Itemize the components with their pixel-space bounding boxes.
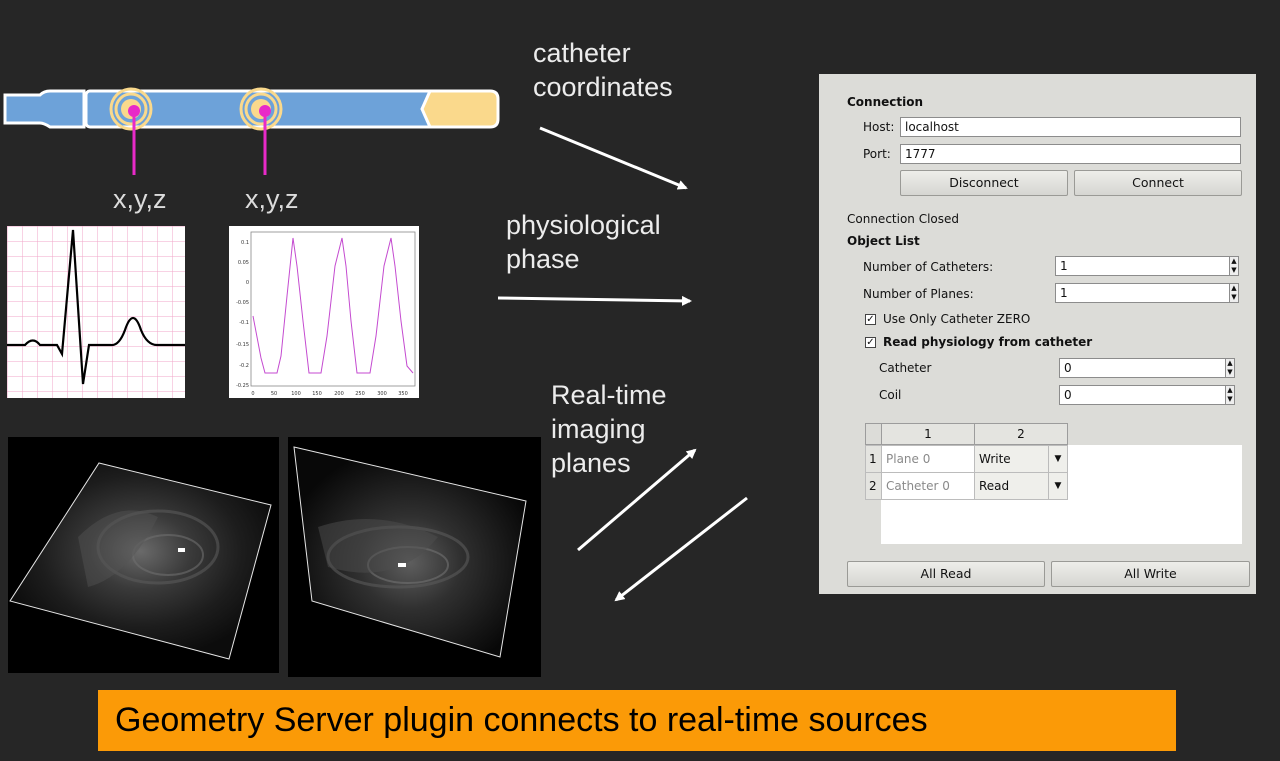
use-only-zero-checkbox[interactable]: ✓ [865,314,876,325]
x-tick-label: 150 [312,391,322,397]
label-line: physiological [506,210,661,240]
num-planes-spin-arrows-icon[interactable]: ▲▼ [1229,283,1239,303]
table-corner [865,423,882,445]
read-physio-label: Read physiology from catheter [883,335,1093,349]
x-tick-label: 50 [271,391,277,397]
x-tick-label: 300 [377,391,387,397]
mri-plane-image-2 [288,437,541,677]
num-planes-label: Number of Planes: [863,287,974,301]
coil-label: Coil [879,388,902,402]
catheter-spin-arrows-icon[interactable]: ▲▼ [1225,358,1235,378]
geometry-server-panel: Connection Host: localhost Port: 1777 Di… [819,74,1256,594]
label-line: Real-time [551,380,667,410]
label-line: imaging [551,414,646,444]
connect-button[interactable]: Connect [1074,170,1242,196]
x-tick-label: 350 [398,391,408,397]
table-column-header[interactable]: 2 [974,423,1068,445]
num-catheters-spinbox[interactable]: 1 [1055,256,1230,276]
coil-spinbox[interactable]: 0 [1059,385,1226,405]
coil-1-coordinate-label: x,y,z [113,184,167,214]
table-column-header[interactable]: 1 [881,423,975,445]
y-tick-label: -0.15 [236,342,249,348]
label-line: planes [551,448,631,478]
x-tick-label: 250 [355,391,365,397]
realtime-planes-label: Real-time imaging planes [551,378,667,480]
port-input[interactable]: 1777 [900,144,1241,164]
physiological-phase-label: physiological phase [506,208,661,276]
row-name-cell[interactable]: Catheter 0 [881,472,975,500]
y-tick-label: -0.1 [239,320,249,326]
physiology-waveform-plot: 0.1 0.05 0 -0.05 -0.1 -0.15 -0.2 -0.25 0… [229,226,419,398]
catheter-label: Catheter [879,361,932,375]
coil-2-coordinate-label: x,y,z [245,184,299,214]
object-table[interactable]: 1 2 1 Plane 0 Write ▼ 2 Catheter 0 Read … [865,423,1242,544]
caption-banner: Geometry Server plugin connects to real-… [98,690,1176,751]
host-input[interactable]: localhost [900,117,1241,137]
ecg-trace-image [7,226,185,398]
host-label: Host: [863,120,895,134]
catheter-spinbox[interactable]: 0 [1059,358,1226,378]
catheter-illustration [3,87,500,175]
y-tick-label: -0.05 [236,300,249,306]
use-only-zero-label: Use Only Catheter ZERO [883,312,1031,326]
row-index: 1 [865,445,882,473]
catheter-coordinates-label: catheter coordinates [533,36,673,104]
all-read-button[interactable]: All Read [847,561,1045,587]
all-write-button[interactable]: All Write [1051,561,1250,587]
disconnect-button[interactable]: Disconnect [900,170,1068,196]
row-index: 2 [865,472,882,500]
coil-spin-arrows-icon[interactable]: ▲▼ [1225,385,1235,405]
label-line: coordinates [533,72,673,102]
arrow-phase-to-panel [497,295,692,306]
y-tick-label: 0 [246,280,249,286]
read-physio-checkbox[interactable]: ✓ [865,337,876,348]
arrow-panel-to-planes [614,496,748,602]
port-label: Port: [863,147,891,161]
x-tick-label: 200 [334,391,344,397]
data-flow-arrows [497,126,748,602]
num-planes-spinbox[interactable]: 1 [1055,283,1230,303]
arrow-catheter-to-panel [539,126,688,190]
y-tick-label: -0.2 [239,363,249,369]
num-catheters-label: Number of Catheters: [863,260,994,274]
x-tick-label: 100 [291,391,301,397]
y-tick-label: 0.05 [238,260,249,266]
row-mode-value: Read [979,479,1010,493]
object-list-title: Object List [847,234,920,248]
label-line: phase [506,244,580,274]
chevron-down-icon[interactable]: ▼ [1048,473,1067,499]
label-line: catheter [533,38,631,68]
coil-2-icon [239,87,283,131]
x-tick-label: 0 [251,391,254,397]
y-tick-label: -0.25 [236,383,249,389]
arrow-planes-to-panel [577,448,697,552]
num-catheters-spin-arrows-icon[interactable]: ▲▼ [1229,256,1239,276]
y-tick-label: 0.1 [241,240,249,246]
coil-1-icon [109,87,153,131]
mri-plane-image-1 [8,437,279,673]
row-mode-select[interactable]: Read ▼ [974,472,1068,500]
connection-section-title: Connection [847,95,924,109]
row-mode-value: Write [979,452,1011,466]
row-mode-select[interactable]: Write ▼ [974,445,1068,473]
connection-status-text: Connection Closed [847,212,960,226]
chevron-down-icon[interactable]: ▼ [1048,446,1067,472]
row-name-cell[interactable]: Plane 0 [881,445,975,473]
